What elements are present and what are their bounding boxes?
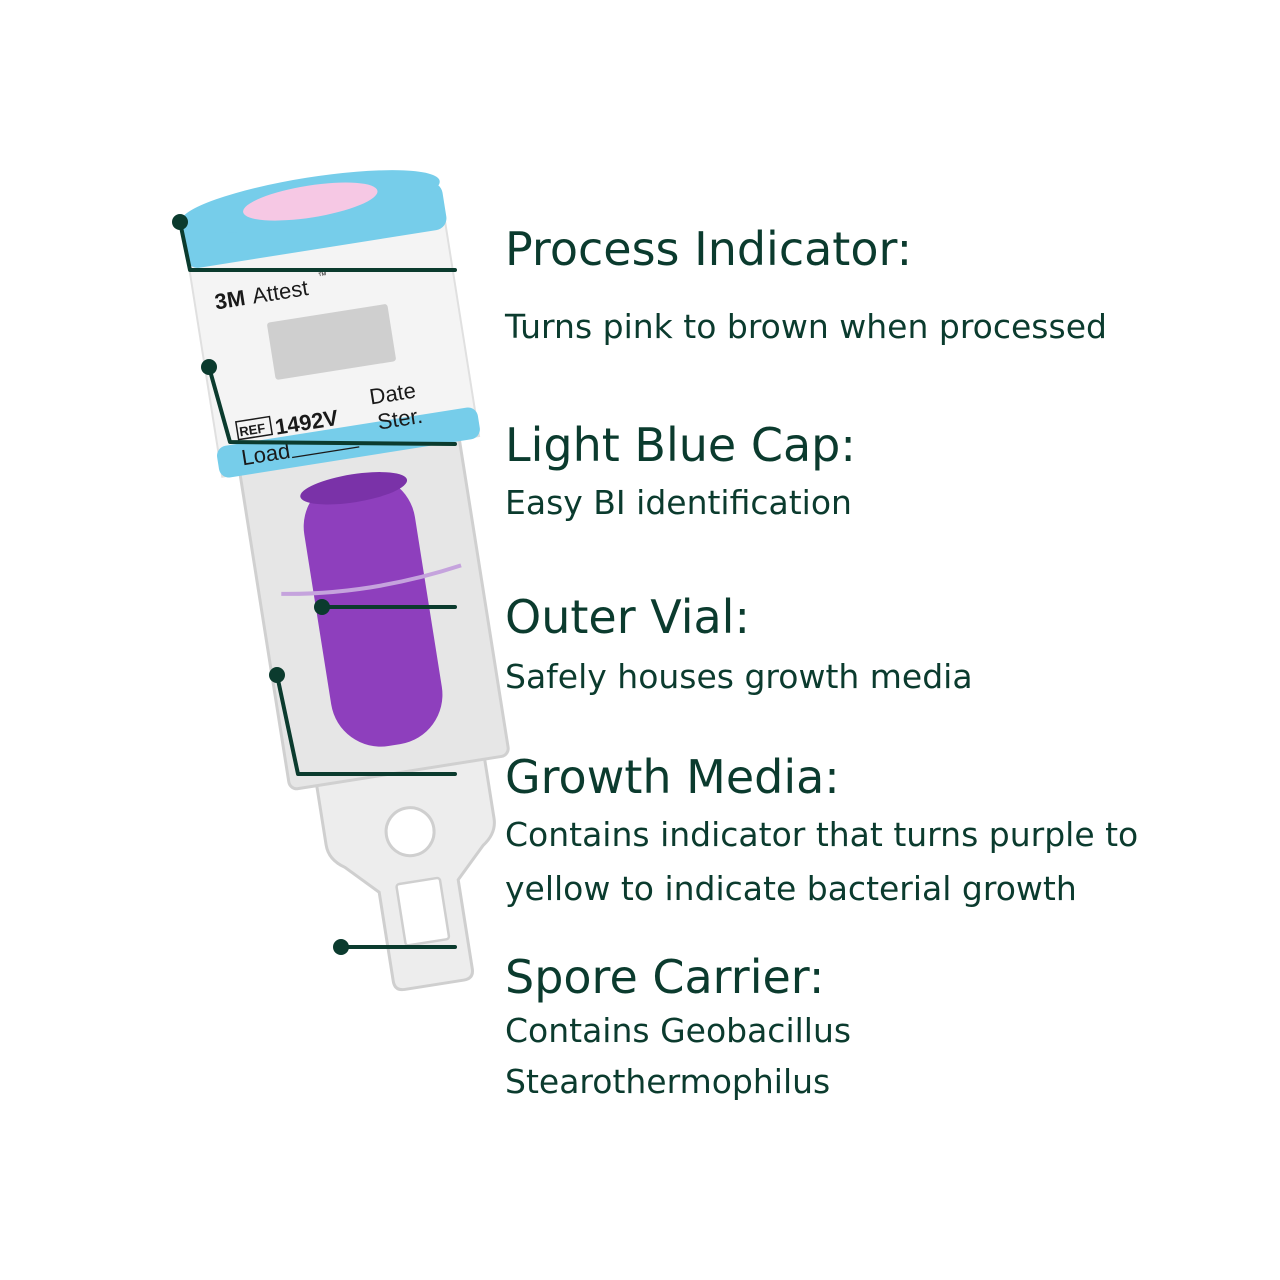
leader-light-blue-cap xyxy=(207,365,457,446)
callout-title-process-indicator: Process Indicator: xyxy=(505,222,913,276)
callout-title-outer-vial: Outer Vial: xyxy=(505,590,750,644)
callout-desc-spore-carrier-line-1: Contains Geobacillus xyxy=(505,1011,852,1050)
vial-trademark: ™ xyxy=(317,270,327,281)
callout-desc-process-indicator: Turns pink to brown when processed xyxy=(505,307,1107,346)
vial-load-underline xyxy=(292,446,360,459)
callout-desc-growth-media-line-1: Contains indicator that turns purple to xyxy=(505,815,1139,854)
callout-desc-growth-media-line-2: yellow to indicate bacterial growth xyxy=(505,869,1077,908)
callout-title-spore-carrier: Spore Carrier: xyxy=(505,950,825,1004)
leader-dot-outer-vial xyxy=(314,599,330,615)
leader-dot-light-blue-cap xyxy=(201,359,217,375)
leader-lines xyxy=(178,220,457,949)
leader-process-indicator xyxy=(178,220,457,272)
growth-media-top xyxy=(300,472,408,505)
callout-desc-outer-vial: Safely houses growth media xyxy=(505,657,973,696)
spore-carrier-window xyxy=(395,876,451,947)
vial-blank-label-box xyxy=(267,304,396,380)
callout-title-growth-media: Growth Media: xyxy=(505,750,840,804)
process-indicator-dot xyxy=(243,182,378,221)
vial-bottom-tab xyxy=(312,742,496,992)
callout-desc-spore-carrier-line-2: Stearothermophilus xyxy=(505,1062,831,1101)
leader-dot-growth-media xyxy=(269,667,285,683)
ampoule-ring xyxy=(281,563,462,596)
leader-dots xyxy=(172,214,349,955)
vial-ref-label: REF xyxy=(238,420,266,439)
leader-dot-process-indicator xyxy=(172,214,188,230)
vial-ref-box xyxy=(234,415,274,441)
leader-growth-media xyxy=(275,673,457,776)
growth-media-ampoule xyxy=(303,474,443,747)
callout-title-light-blue-cap: Light Blue Cap: xyxy=(505,418,856,472)
leader-dot-spore-carrier xyxy=(333,939,349,955)
vial-hang-hole xyxy=(384,806,436,858)
callout-desc-light-blue-cap: Easy BI identification xyxy=(505,483,852,522)
vial-brand-3m: 3M xyxy=(213,285,247,314)
